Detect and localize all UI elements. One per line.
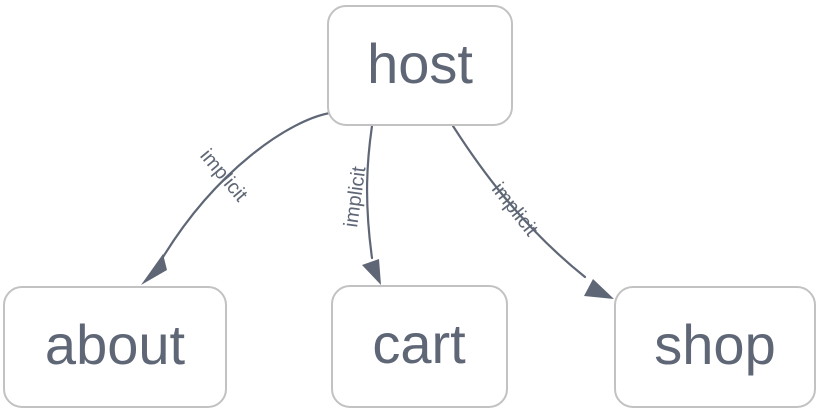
edge-path-host-cart bbox=[365, 124, 374, 260]
edge-path-host-shop bbox=[451, 124, 587, 279]
node-about-label: about bbox=[45, 313, 186, 376]
node-about-box bbox=[3, 286, 227, 408]
edge-host-about[interactable]: implicit bbox=[141, 111, 332, 285]
node-host-label: host bbox=[367, 32, 473, 95]
edge-host-shop[interactable]: implicit bbox=[451, 124, 614, 299]
edge-label-host-about: implicit bbox=[195, 145, 251, 206]
node-host[interactable]: host bbox=[327, 5, 513, 126]
edge-host-cart[interactable]: implicit bbox=[340, 124, 381, 285]
node-shop[interactable]: shop bbox=[614, 286, 816, 408]
node-about[interactable]: about bbox=[3, 286, 227, 408]
node-host-box bbox=[327, 5, 513, 126]
node-cart-box bbox=[331, 285, 508, 408]
edge-path-host-about bbox=[158, 111, 332, 264]
arrowhead-shop bbox=[584, 279, 614, 299]
node-shop-label: shop bbox=[654, 313, 775, 376]
edge-label-host-shop: implicit bbox=[487, 179, 542, 241]
node-shop-box bbox=[614, 286, 816, 408]
node-cart-label: cart bbox=[372, 312, 466, 375]
arrowhead-about bbox=[141, 254, 167, 285]
edge-label-host-cart: implicit bbox=[340, 165, 370, 229]
arrowhead-cart bbox=[362, 259, 381, 285]
node-cart[interactable]: cart bbox=[331, 285, 508, 408]
